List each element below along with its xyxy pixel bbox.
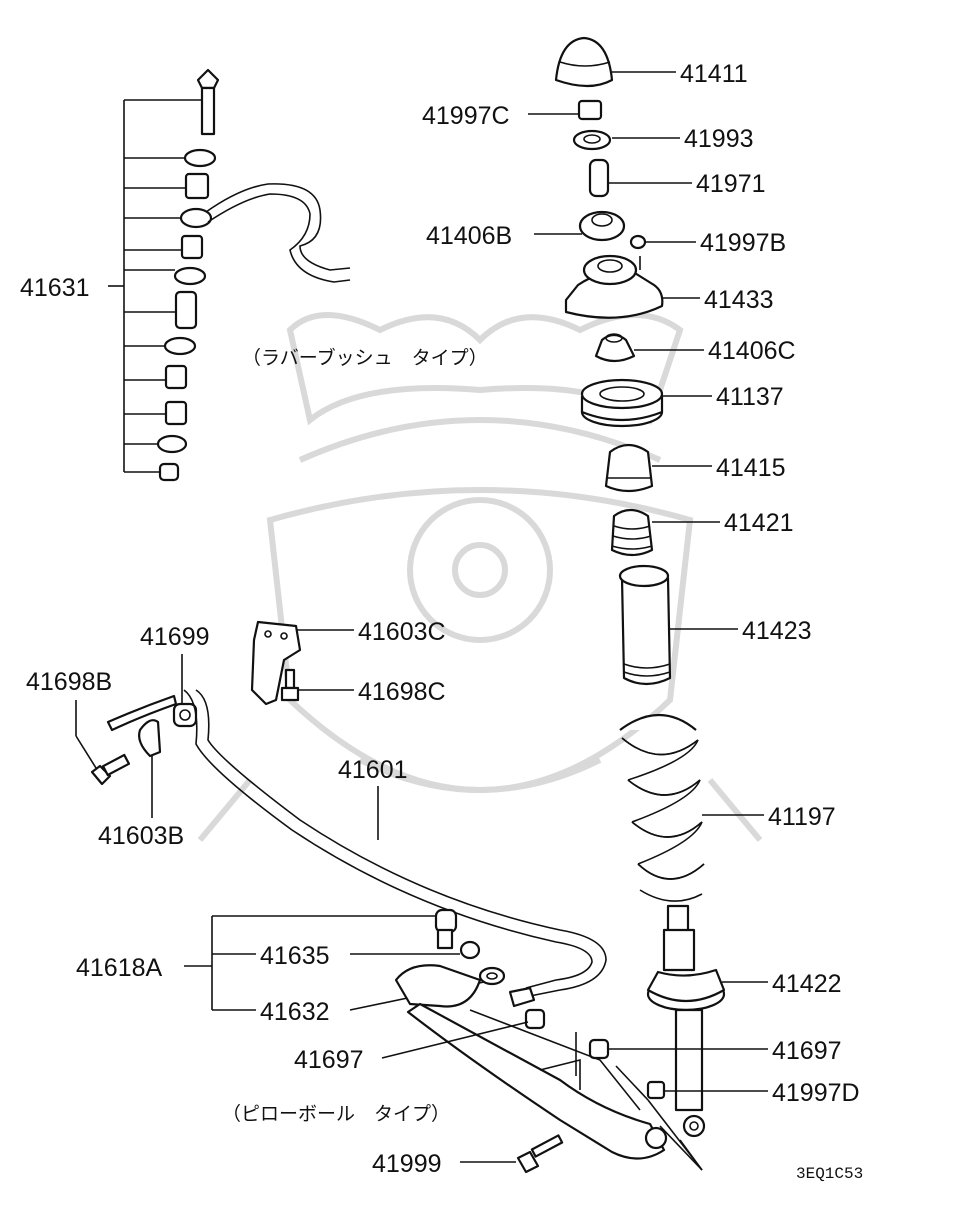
label-41197: 41197 bbox=[768, 803, 836, 831]
part-41421-bound-stopper bbox=[610, 508, 654, 557]
part-41618A-pillow-ball-kit bbox=[434, 908, 506, 986]
label-41997B: 41997B bbox=[700, 229, 786, 257]
label-41699: 41699 bbox=[140, 623, 210, 651]
bracket-41631 bbox=[108, 99, 202, 473]
label-41971: 41971 bbox=[696, 170, 766, 198]
part-41411-dust-cap bbox=[554, 36, 614, 88]
label-41993: 41993 bbox=[684, 125, 754, 153]
part-41603B-clamp bbox=[138, 719, 162, 758]
label-41601: 41601 bbox=[338, 756, 408, 784]
part-41415-bump-rubber bbox=[604, 443, 654, 493]
part-41423-dust-boot bbox=[618, 564, 672, 686]
label-41697-right: 41697 bbox=[772, 1037, 842, 1065]
label-41423: 41423 bbox=[742, 617, 812, 645]
part-41698C-bolt bbox=[280, 668, 300, 702]
part-41697-nut-left bbox=[524, 1008, 546, 1030]
label-41411: 41411 bbox=[680, 60, 748, 88]
part-41993-washer bbox=[572, 129, 612, 151]
label-41618A: 41618A bbox=[76, 954, 163, 982]
part-41631-link-kit bbox=[156, 68, 351, 482]
part-41697-nut-right bbox=[588, 1038, 610, 1060]
guide-lines bbox=[575, 1032, 703, 1171]
label-41406B: 41406B bbox=[426, 222, 512, 250]
label-41433: 41433 bbox=[704, 286, 774, 314]
label-41415: 41415 bbox=[716, 454, 786, 482]
label-41603B: 41603B bbox=[98, 822, 184, 850]
part-41997D-nut bbox=[646, 1080, 666, 1100]
diagram-code: 3EQ1C53 bbox=[796, 1165, 863, 1183]
part-41422-strut-assembly bbox=[646, 904, 726, 1138]
label-41421: 41421 bbox=[724, 509, 794, 537]
label-41422: 41422 bbox=[772, 970, 842, 998]
watermark-emblem bbox=[197, 312, 763, 842]
label-41406C: 41406C bbox=[708, 337, 796, 365]
label-41632: 41632 bbox=[260, 998, 330, 1026]
part-41698B-bolt bbox=[90, 753, 131, 786]
part-41406C-bushing bbox=[594, 333, 636, 363]
label-41997D: 41997D bbox=[772, 1079, 860, 1107]
part-41603C-bracket bbox=[250, 620, 302, 706]
part-41997C-nut bbox=[577, 99, 603, 121]
note-rubber-bush-type: （ラバーブッシュ タイプ） bbox=[242, 346, 488, 369]
part-41197-coil-spring bbox=[619, 713, 705, 902]
label-41697-left: 41697 bbox=[294, 1046, 364, 1074]
label-41698C: 41698C bbox=[358, 678, 446, 706]
part-41601-stabilizer-bar bbox=[183, 689, 607, 1008]
label-41997C: 41997C bbox=[422, 102, 510, 130]
label-41631: 41631 bbox=[20, 274, 90, 302]
note-pillow-ball-type: （ピローボール タイプ） bbox=[222, 1103, 450, 1125]
part-41997B-nut bbox=[629, 234, 647, 250]
part-link-plate bbox=[106, 694, 178, 732]
label-41698B: 41698B bbox=[26, 668, 112, 696]
label-41603C: 41603C bbox=[358, 618, 446, 646]
part-lower-arm bbox=[394, 964, 668, 1160]
part-41699-bushing bbox=[172, 702, 198, 728]
label-41635: 41635 bbox=[260, 942, 330, 970]
label-41999: 41999 bbox=[372, 1150, 442, 1178]
part-41137-spring-seat bbox=[580, 378, 664, 428]
part-41433-strut-mount bbox=[564, 254, 664, 319]
part-41971-collar bbox=[588, 158, 610, 198]
bracket-41618A bbox=[184, 915, 436, 1011]
part-41999-bolt bbox=[516, 1134, 564, 1174]
label-41137: 41137 bbox=[716, 383, 784, 411]
